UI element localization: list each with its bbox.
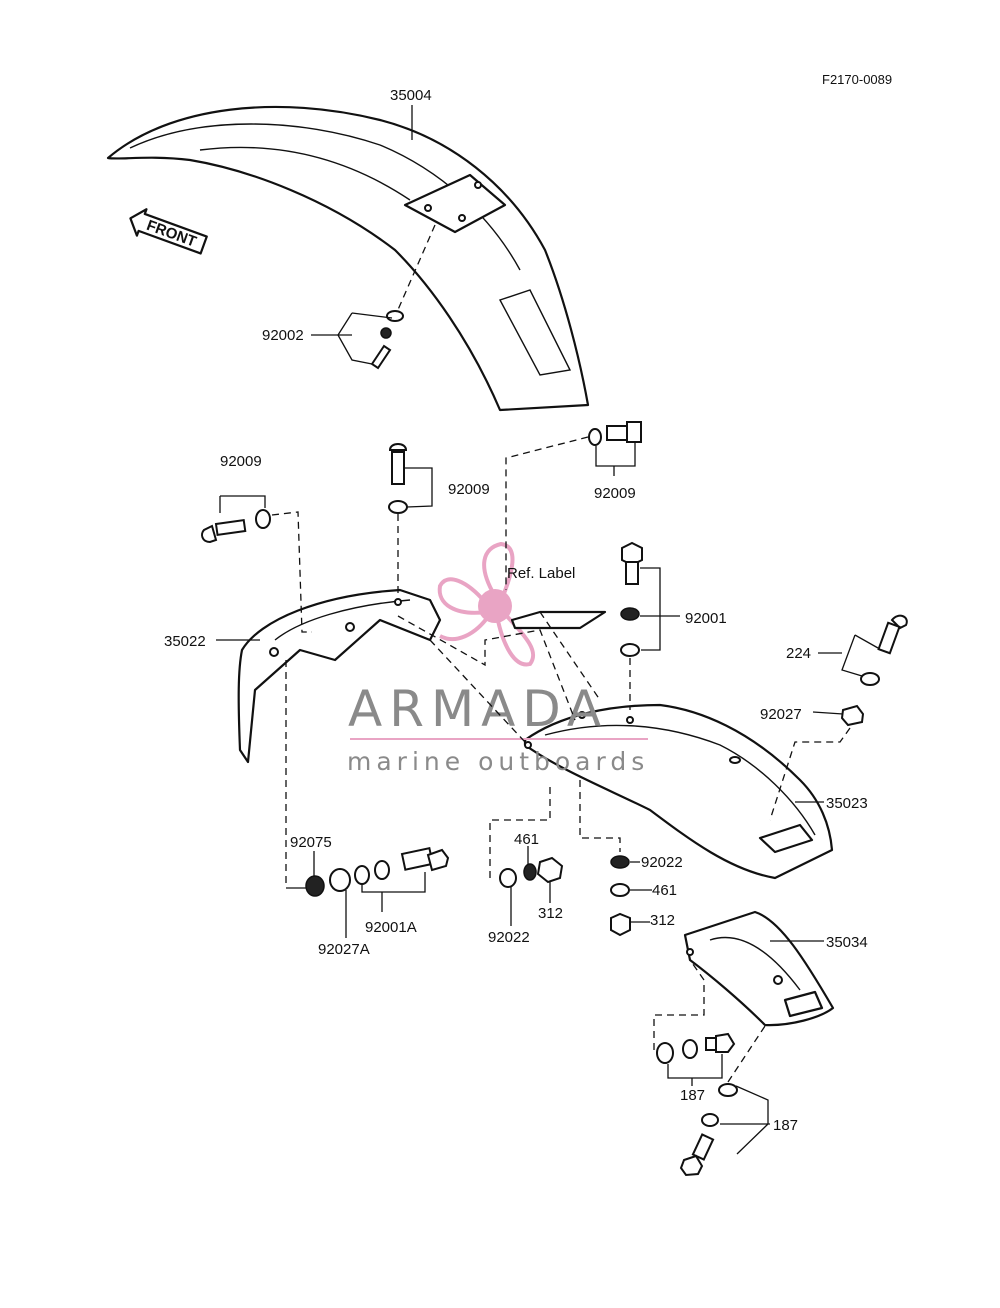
callout-92022-right: 92022 [641,854,683,871]
rear-fender [523,703,834,880]
front-arrow-label: FRONT [144,217,198,251]
lower-left-hardware [285,660,450,938]
ref-label-text: Ref. Label [507,565,575,582]
figure-code: F2170-0089 [822,72,892,87]
construction-lines [397,611,601,743]
callout-92009-middle: 92009 [448,481,490,498]
callout-35023: 35023 [826,795,868,812]
bolt-upper-middle [388,443,433,596]
bolt-rear-set [620,541,680,710]
watermark-tagline: marine outboards [347,747,649,776]
callout-187-left: 187 [680,1087,705,1104]
right-hardware [579,780,652,937]
callout-312: 312 [538,905,563,922]
callout-92022: 92022 [488,929,530,946]
callout-312-right: 312 [650,912,675,929]
watermark: ARMADA marine outboards [347,541,649,776]
callout-92027A: 92027A [318,941,370,958]
front-arrow: FRONT [129,208,208,255]
bolt-upper-right [505,421,642,590]
callout-461-right: 461 [652,882,677,899]
callout-35004: 35004 [390,87,432,104]
front-fender-screw [337,224,436,370]
center-hardware [489,785,564,926]
propeller-logo [437,541,536,667]
flap-bolt-set-right [679,1025,770,1177]
flap-bolt-set-left [653,959,736,1086]
ref-label: Ref. Label [507,565,607,630]
mud-flap [683,910,835,1027]
callout-92009-right: 92009 [594,485,636,502]
callout-187-right: 187 [773,1117,798,1134]
callout-461: 461 [514,831,539,848]
callout-labels: 35004 92002 92009 92009 92009 35022 9200… [164,87,868,1134]
bolt-upper-left [201,495,312,633]
callout-92009-left: 92009 [220,453,262,470]
callout-92027: 92027 [760,706,802,723]
callout-92002: 92002 [262,327,304,344]
callout-35034: 35034 [826,934,868,951]
callout-35022: 35022 [164,633,206,650]
front-fender [106,105,590,412]
callout-224: 224 [786,645,811,662]
bracket-screw-set [769,614,908,821]
callout-92001: 92001 [685,610,727,627]
callout-92075: 92075 [290,834,332,851]
callout-92001A: 92001A [365,919,417,936]
watermark-brand: ARMADA [348,680,608,738]
